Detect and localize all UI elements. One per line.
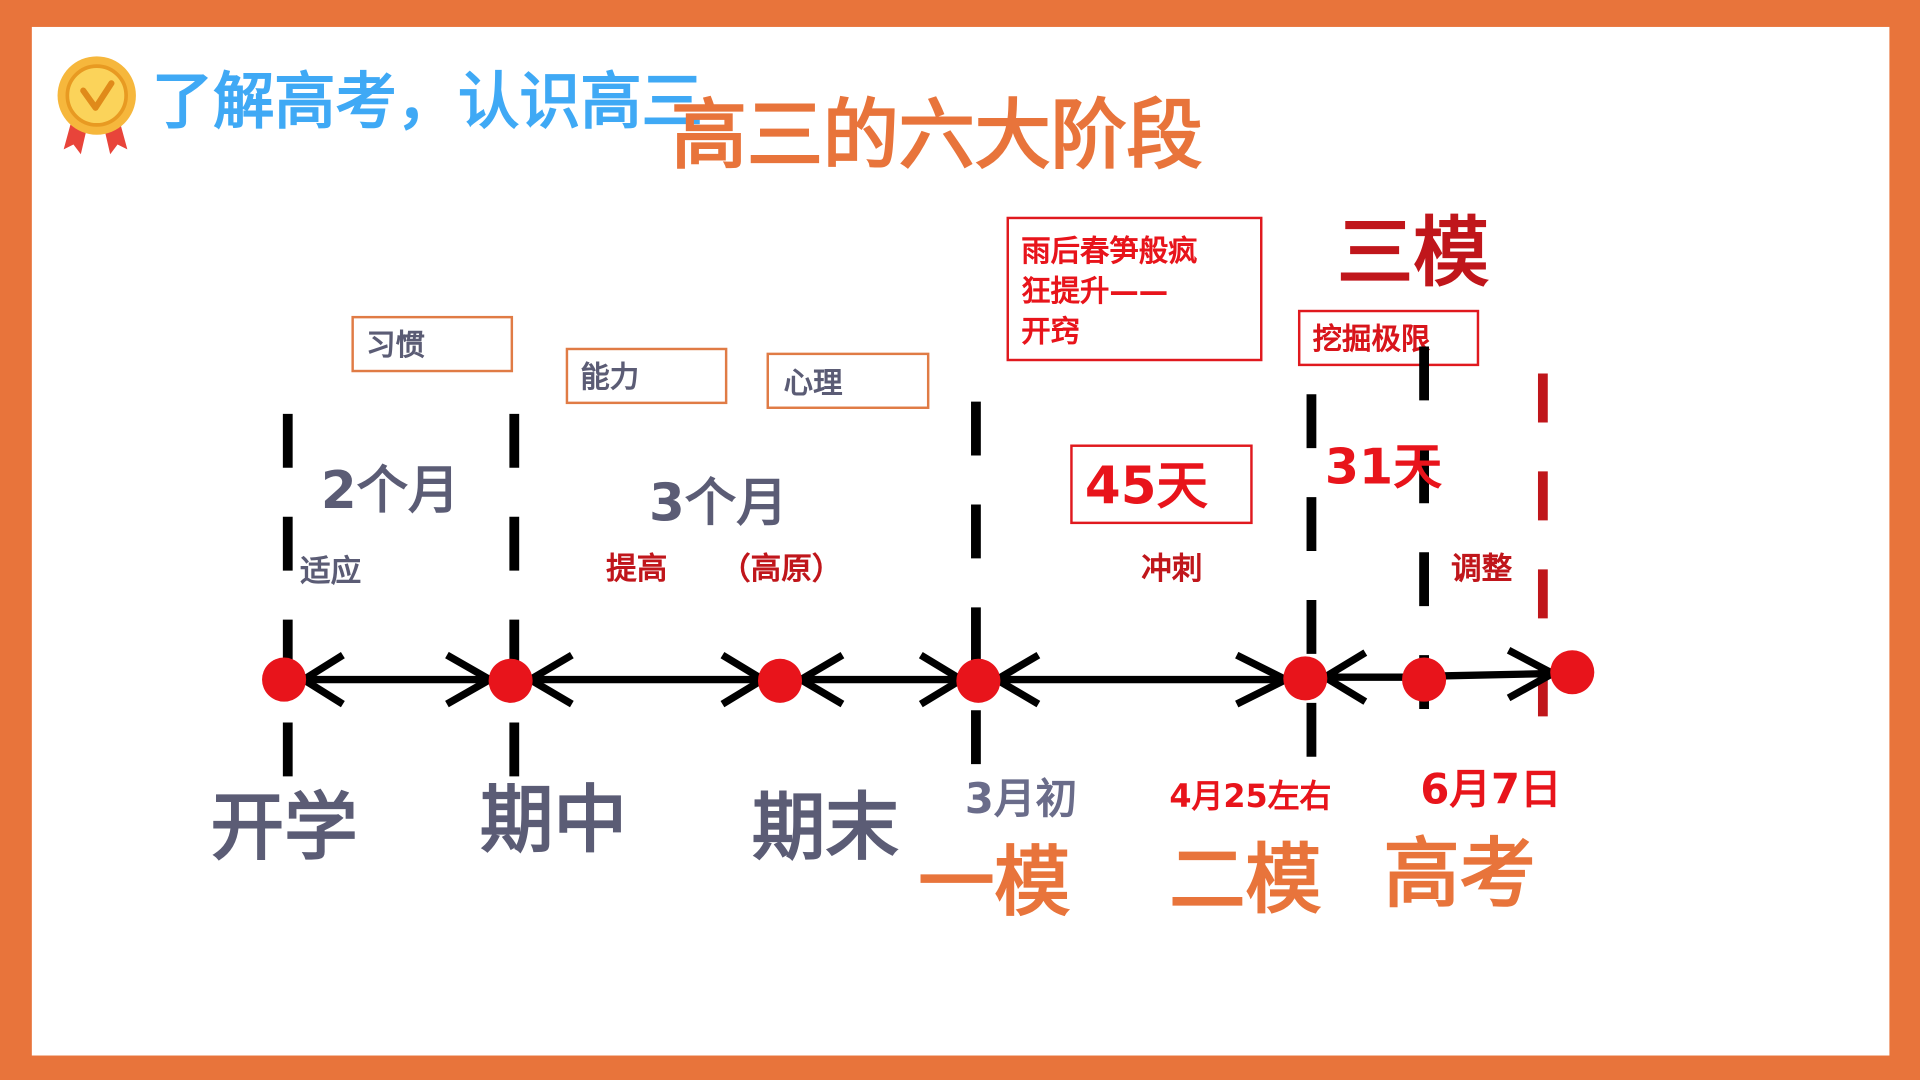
duration-2-months: 2个月 — [320, 460, 460, 521]
boost-box: 雨后春笋般疯 狂提升—— 开窍 — [1006, 216, 1263, 362]
habit-label: 习惯 — [366, 328, 425, 363]
phase-adapt: 适应 — [300, 553, 362, 589]
milestone-dot — [956, 658, 1001, 703]
phase-sprint: 冲刺 — [1141, 551, 1203, 587]
milestone-dot — [757, 658, 803, 703]
phase-improve: 提高 — [606, 551, 668, 587]
milestone-first-mock: 一模 — [918, 837, 1071, 927]
exam-date: 6月7日 — [1420, 765, 1562, 815]
milestone-dot — [262, 657, 307, 702]
milestone-dot — [1550, 650, 1595, 695]
arrow-segment-6 — [1439, 669, 1556, 680]
ability-box: 能力 — [565, 347, 728, 405]
milestone-exam: 高考 — [1383, 828, 1536, 919]
mind-box: 心理 — [766, 352, 930, 409]
mind-label: 心理 — [783, 366, 843, 401]
limit-label: 挖掘极限 — [1312, 322, 1431, 357]
milestone-dot — [488, 658, 533, 703]
limit-box: 挖掘极限 — [1297, 309, 1480, 367]
duration-31-days: 31天 — [1324, 439, 1443, 496]
milestone-final: 期末 — [751, 784, 899, 871]
phase-adjust: 调整 — [1451, 551, 1513, 587]
boost-label: 雨后春笋般疯 狂提升—— 开窍 — [1021, 233, 1198, 349]
third-mock-label: 三模 — [1337, 208, 1490, 298]
duration-45-box: 45天 — [1070, 444, 1253, 525]
milestone-midterm: 期中 — [480, 777, 627, 864]
first-mock-date: 3月初 — [964, 775, 1078, 825]
slide-panel — [31, 26, 1890, 1056]
duration-3-months: 3个月 — [648, 472, 788, 533]
milestone-second-mock: 二模 — [1169, 835, 1322, 925]
section-title: 了解高考，认识高三 — [151, 66, 703, 138]
milestone-start: 开学 — [210, 784, 358, 871]
ability-label: 能力 — [580, 360, 640, 395]
second-mock-date: 4月25左右 — [1169, 778, 1332, 816]
phase-plateau: （高原） — [720, 551, 843, 587]
slide-title: 高三的六大阶段 — [671, 90, 1203, 181]
habit-box: 习惯 — [351, 315, 514, 373]
milestone-dot — [1402, 657, 1447, 702]
duration-45-label: 45天 — [1084, 455, 1208, 516]
milestone-dot — [1283, 656, 1328, 701]
